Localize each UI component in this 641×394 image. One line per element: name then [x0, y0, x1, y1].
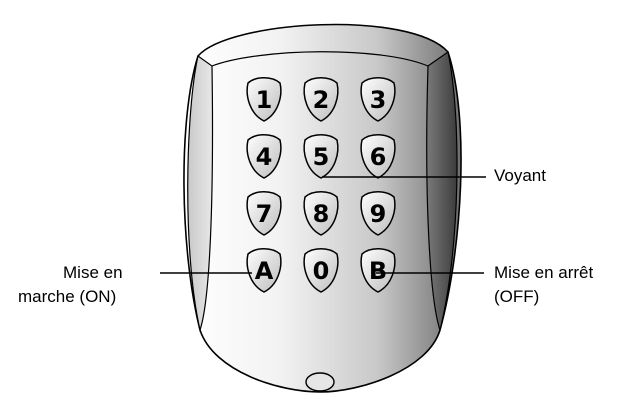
key-shape — [246, 191, 282, 236]
key-2[interactable]: 2 — [303, 77, 339, 122]
key-label: 2 — [313, 86, 330, 114]
on-label-line1: Mise en — [63, 263, 123, 282]
key-5[interactable]: 5 — [303, 134, 339, 179]
device-side-right — [426, 50, 458, 333]
key-label: 7 — [256, 200, 273, 228]
key-7[interactable]: 7 — [246, 191, 282, 236]
key-shape — [360, 191, 396, 236]
key-label: 8 — [313, 200, 330, 228]
key-shape — [246, 248, 282, 293]
key-label: 4 — [256, 143, 273, 171]
key-label: 5 — [313, 143, 330, 171]
key-shape — [246, 77, 282, 122]
key-8[interactable]: 8 — [303, 191, 339, 236]
key-label: 1 — [256, 86, 273, 114]
key-label: B — [369, 257, 387, 285]
device-side-left — [187, 54, 214, 333]
key-b[interactable]: B — [360, 248, 396, 293]
key-label: A — [255, 257, 274, 285]
key-shape — [303, 248, 339, 293]
device-top-curve — [211, 51, 429, 67]
key-label: 9 — [370, 200, 387, 228]
key-shape — [303, 134, 339, 179]
key-shape — [360, 77, 396, 122]
key-1[interactable]: 1 — [246, 77, 282, 122]
key-label: 0 — [313, 257, 330, 285]
key-label: 3 — [370, 86, 387, 114]
key-a[interactable]: A — [246, 248, 282, 293]
key-label: 6 — [370, 143, 387, 171]
key-shape — [303, 191, 339, 236]
key-shape — [246, 134, 282, 179]
key-shape — [303, 77, 339, 122]
key-9[interactable]: 9 — [360, 191, 396, 236]
key-shape — [360, 134, 396, 179]
off-label-line1: Mise en arrêt — [494, 263, 594, 282]
key-3[interactable]: 3 — [360, 77, 396, 122]
key-4[interactable]: 4 — [246, 134, 282, 179]
key-0[interactable]: 0 — [303, 248, 339, 293]
off-label-line2: (OFF) — [494, 287, 540, 306]
bottom-button — [305, 372, 335, 392]
on-label-line2: marche (ON) — [18, 287, 117, 306]
indicator-label: Voyant — [494, 166, 546, 185]
key-6[interactable]: 6 — [360, 134, 396, 179]
key-shape — [360, 248, 396, 293]
